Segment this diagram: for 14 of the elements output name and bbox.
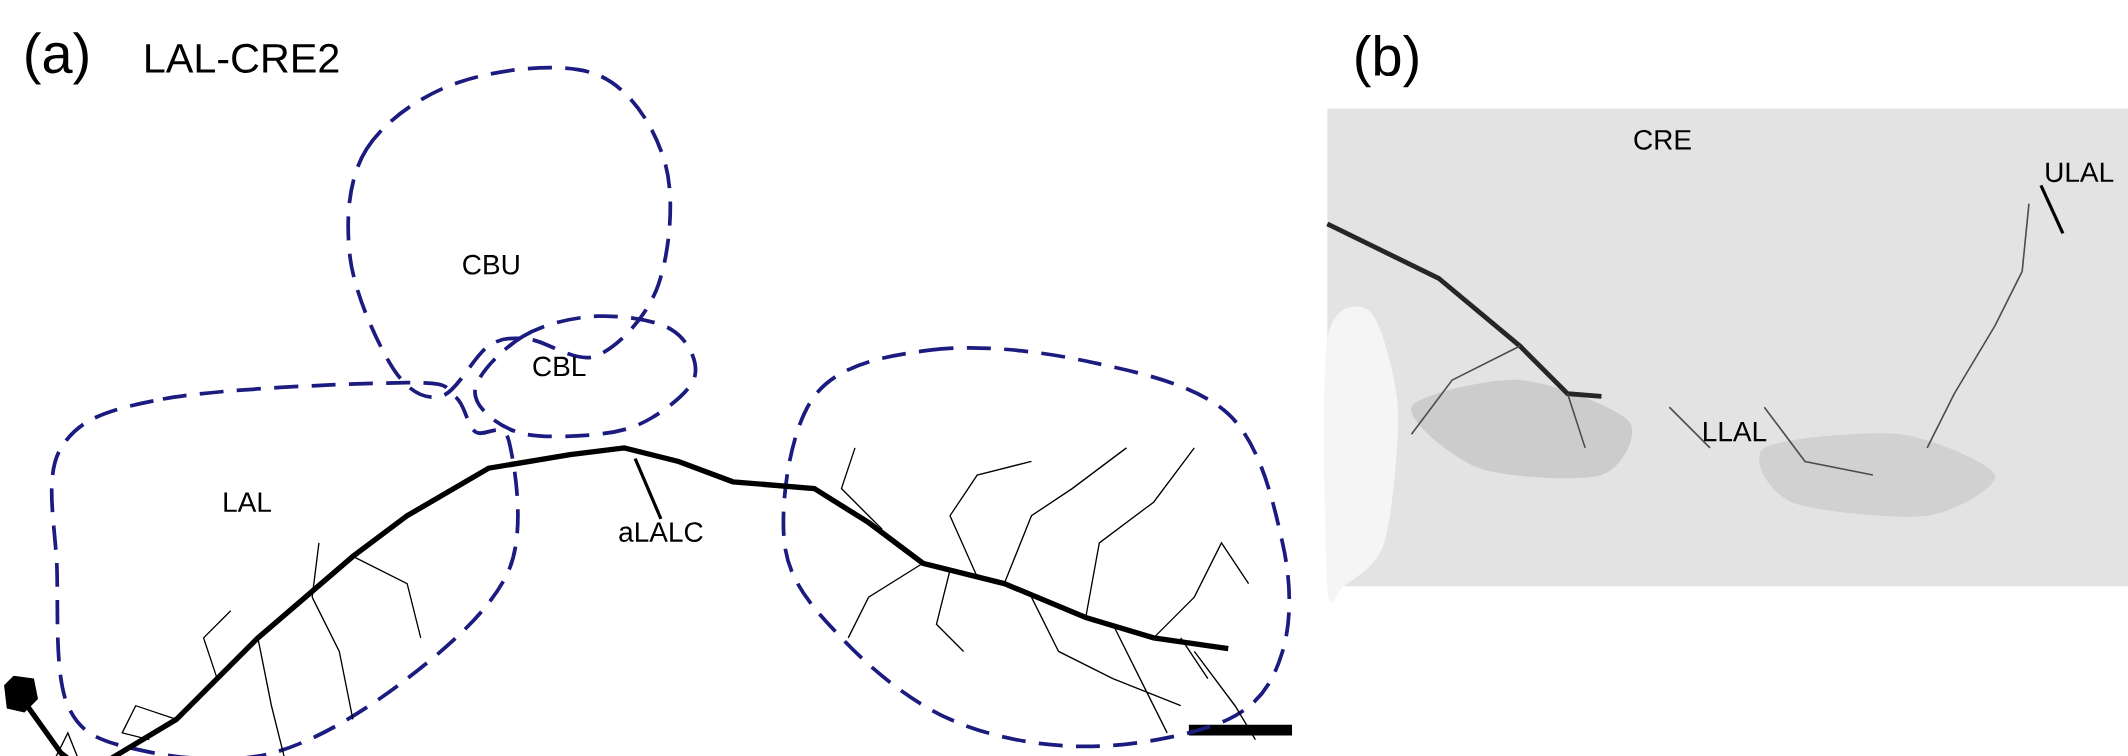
cell-type-label: LAL-CRE2 <box>146 43 339 74</box>
micrograph-drawing <box>1324 108 2128 603</box>
region-label: aLALC <box>619 522 703 542</box>
panel-label: (b) <box>1356 35 1418 88</box>
region-outline: LAL <box>49 380 520 756</box>
panel-label: (a) <box>26 32 88 85</box>
region-outline: CBL <box>473 314 698 439</box>
neuron-drawing <box>4 445 1257 756</box>
region-label: LLAL <box>1704 422 1767 442</box>
region-label: ULAL <box>2046 162 2114 183</box>
leader-line <box>633 458 663 520</box>
leader-line <box>2039 184 2065 235</box>
region-label: CRE <box>1634 129 1691 150</box>
region-outline <box>781 346 1292 749</box>
